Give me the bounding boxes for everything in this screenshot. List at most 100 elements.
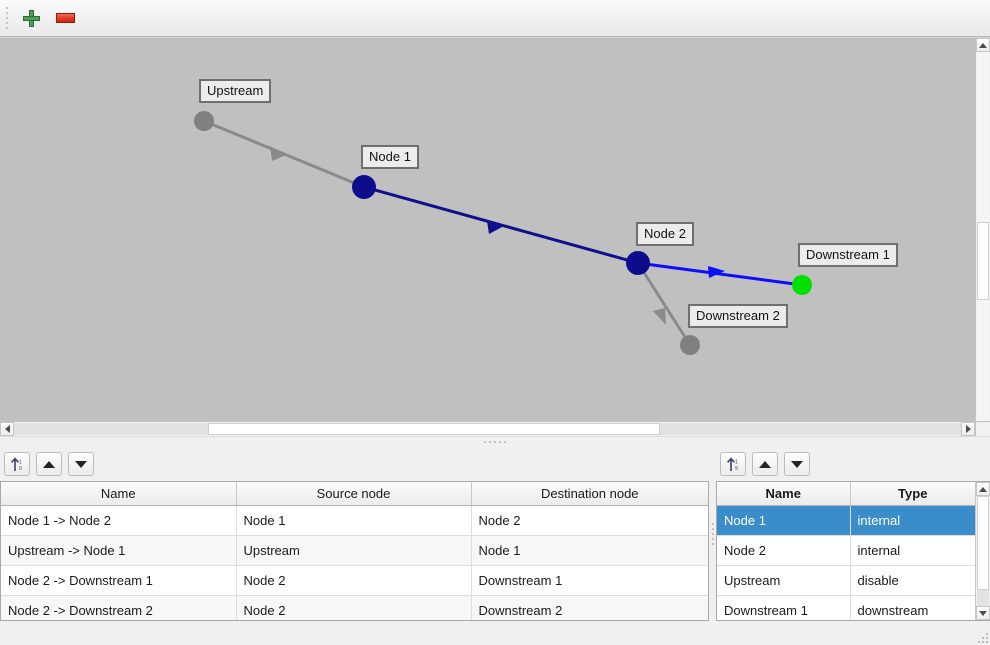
scroll-track-upper[interactable] (977, 52, 989, 222)
graph-node-label-downstream1[interactable]: Downstream 1 (798, 243, 898, 267)
edges-cell-source[interactable]: Upstream (236, 535, 472, 566)
arrow-down-icon (791, 460, 803, 468)
arrow-up-icon (43, 460, 55, 468)
chevron-up-icon (979, 42, 987, 48)
canvas-horizontal-scrollbar[interactable] (0, 421, 990, 436)
graph-node-node2[interactable] (626, 251, 650, 275)
graph-node-label-node2[interactable]: Node 2 (636, 222, 694, 246)
edges-cell-name[interactable]: Node 2 -> Downstream 1 (1, 565, 237, 596)
minus-icon (55, 13, 75, 23)
nodes-cell-name[interactable]: Node 2 (717, 535, 851, 566)
nodes-toolbar: 1 9 (716, 447, 990, 481)
svg-text:9: 9 (19, 466, 22, 472)
nodes-column-header-type[interactable]: Type (850, 482, 975, 506)
hscroll-track-left[interactable] (14, 423, 208, 435)
edges-panel: 1 9 Name (0, 447, 709, 621)
scroll-down-button[interactable] (976, 606, 990, 620)
chevron-left-icon (4, 425, 10, 433)
arrow-up-icon (759, 460, 771, 468)
scroll-thumb[interactable] (977, 222, 989, 300)
table-row[interactable]: Upstream -> Node 1 Upstream Node 1 (1, 535, 708, 566)
edges-cell-source[interactable]: Node 2 (236, 565, 472, 596)
nodes-column-header-name[interactable]: Name (717, 482, 851, 506)
edges-cell-destination[interactable]: Node 1 (471, 535, 708, 566)
status-bar (0, 621, 990, 645)
edges-table-header-row: Name Source node Destination node (1, 482, 708, 506)
nodes-move-up-button[interactable] (752, 452, 778, 476)
chevron-right-icon (965, 425, 971, 433)
graph-node-upstream[interactable] (194, 111, 214, 131)
scroll-up-button[interactable] (976, 38, 990, 52)
table-row[interactable]: Node 1 internal (717, 505, 975, 536)
graph-node-label-node1[interactable]: Node 1 (361, 145, 419, 169)
table-row[interactable]: Node 2 internal (717, 535, 975, 566)
edges-cell-destination[interactable]: Downstream 2 (471, 595, 708, 620)
scroll-thumb[interactable] (977, 496, 989, 590)
table-row[interactable]: Upstream disable (717, 565, 975, 596)
graph-canvas[interactable]: Upstream Node 1 Node 2 Downstream 1 Down… (0, 38, 975, 423)
nodes-cell-type[interactable]: disable (850, 565, 975, 596)
chevron-up-icon (979, 486, 987, 492)
graph-canvas-area[interactable]: Upstream Node 1 Node 2 Downstream 1 Down… (0, 37, 990, 436)
canvas-vertical-scrollbar[interactable] (975, 38, 990, 436)
arrow-down-icon (75, 460, 87, 468)
edges-move-up-button[interactable] (36, 452, 62, 476)
nodes-cell-type[interactable]: internal (850, 535, 975, 566)
graph-node-node1[interactable] (352, 175, 376, 199)
vertical-splitter[interactable] (709, 447, 716, 621)
edges-column-header-source[interactable]: Source node (236, 482, 472, 506)
edges-column-header-destination[interactable]: Destination node (471, 482, 708, 506)
edges-sort-button[interactable]: 1 9 (4, 452, 30, 476)
edges-cell-name[interactable]: Node 2 -> Downstream 2 (1, 595, 237, 620)
nodes-table: Name Type Node 1 internal Node 2 i (717, 482, 975, 620)
graph-node-downstream2[interactable] (680, 335, 700, 355)
add-button[interactable] (16, 4, 46, 32)
hscroll-thumb[interactable] (208, 423, 660, 435)
scrollbar-corner (975, 421, 990, 436)
nodes-table-scrollbar[interactable] (975, 482, 990, 620)
graph-edge-node2-downstream2[interactable] (636, 262, 692, 346)
graph-node-label-upstream[interactable]: Upstream (199, 79, 272, 103)
scroll-track-lower[interactable] (977, 590, 989, 606)
graph-edge-node2-downstream1[interactable] (637, 261, 803, 287)
window-resize-grip[interactable] (978, 633, 988, 643)
hscroll-track-right[interactable] (660, 423, 961, 435)
edges-table: Name Source node Destination node Node 1… (1, 482, 708, 620)
table-row[interactable]: Node 1 -> Node 2 Node 1 Node 2 (1, 505, 708, 536)
remove-button[interactable] (50, 4, 80, 32)
nodes-cell-name[interactable]: Upstream (717, 565, 851, 596)
graph-edge-upstream-node1[interactable] (203, 119, 365, 189)
edges-cell-name[interactable]: Upstream -> Node 1 (1, 535, 237, 566)
nodes-move-down-button[interactable] (784, 452, 810, 476)
nodes-cell-type[interactable]: downstream (850, 595, 975, 620)
scroll-right-button[interactable] (961, 422, 975, 436)
nodes-cell-name[interactable]: Node 1 (717, 505, 851, 536)
edges-cell-name[interactable]: Node 1 -> Node 2 (1, 505, 237, 536)
scroll-up-button[interactable] (976, 482, 990, 496)
nodes-cell-name[interactable]: Downstream 1 (717, 595, 851, 620)
graph-node-label-downstream2[interactable]: Downstream 2 (688, 304, 788, 328)
toolbar-drag-handle[interactable] (2, 5, 12, 31)
edges-column-header-name[interactable]: Name (1, 482, 237, 506)
edges-cell-source[interactable]: Node 2 (236, 595, 472, 620)
table-row[interactable]: Downstream 1 downstream (717, 595, 975, 620)
table-row[interactable]: Node 2 -> Downstream 1 Node 2 Downstream… (1, 565, 708, 596)
edges-cell-source[interactable]: Node 1 (236, 505, 472, 536)
edges-cell-destination[interactable]: Downstream 1 (471, 565, 708, 596)
horizontal-splitter[interactable] (0, 436, 990, 447)
splitter-grip-icon (484, 441, 506, 443)
graph-node-downstream1[interactable] (792, 275, 812, 295)
nodes-sort-button[interactable]: 1 9 (720, 452, 746, 476)
nodes-cell-type[interactable]: internal (850, 505, 975, 536)
table-row[interactable]: Node 2 -> Downstream 2 Node 2 Downstream… (1, 595, 708, 620)
edges-toolbar: 1 9 (0, 447, 709, 481)
scroll-left-button[interactable] (0, 422, 14, 436)
nodes-table-container: Name Type Node 1 internal Node 2 i (716, 481, 990, 621)
scroll-track-lower[interactable] (977, 300, 989, 422)
graph-edge-node1-node2[interactable] (363, 185, 639, 265)
edges-table-container: Name Source node Destination node Node 1… (0, 481, 709, 621)
svg-text:1: 1 (735, 459, 738, 465)
edges-move-down-button[interactable] (68, 452, 94, 476)
edges-cell-destination[interactable]: Node 2 (471, 505, 708, 536)
